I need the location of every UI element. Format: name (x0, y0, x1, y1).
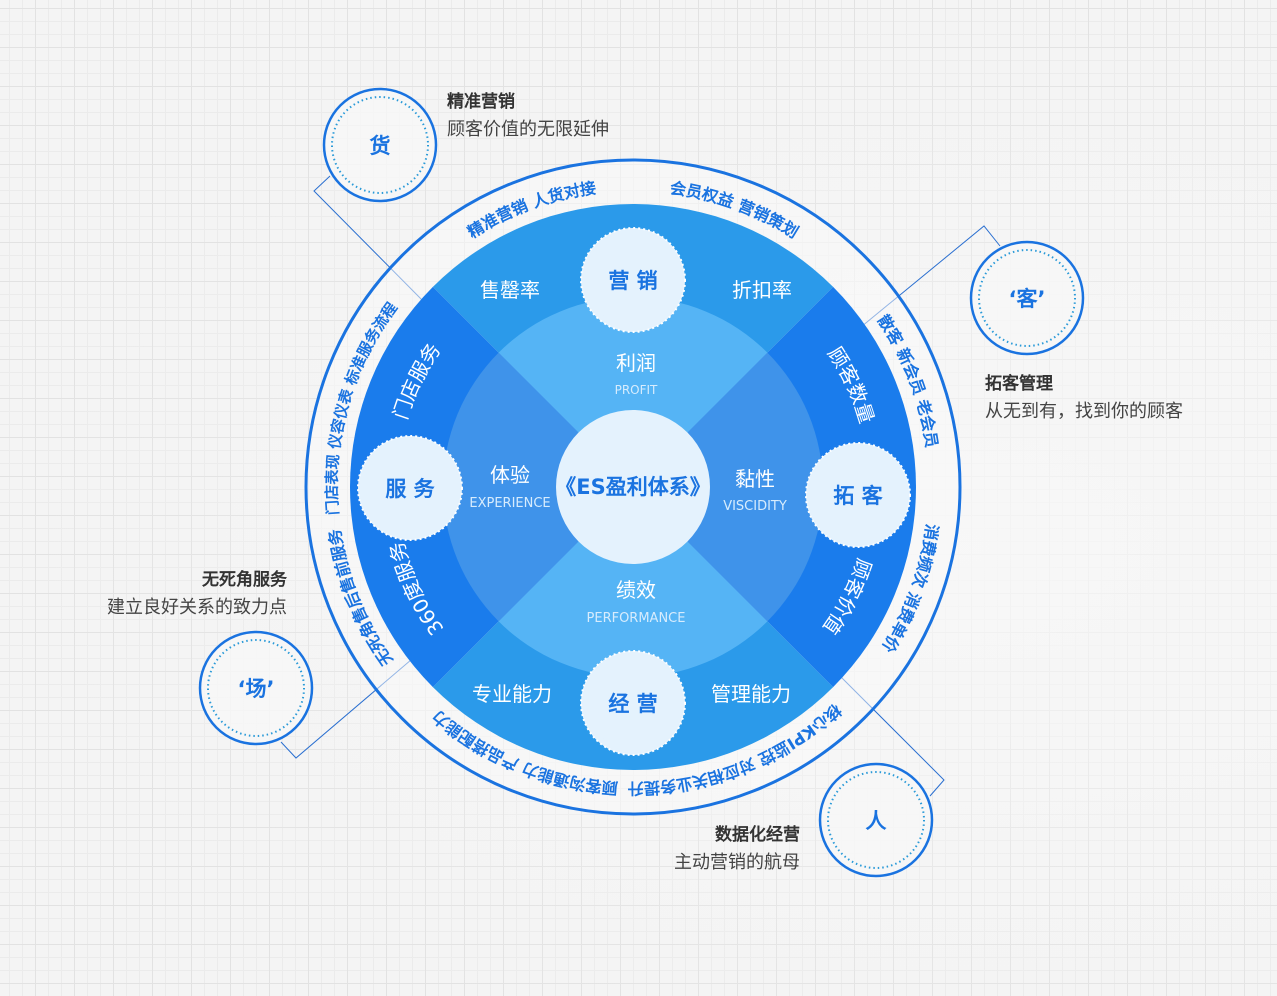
callout-people-title: 数据化经营 (715, 825, 800, 845)
callout-people-badge[interactable]: 人 (818, 762, 934, 878)
band-label-bottom-left: 专业能力 (472, 682, 552, 706)
callout-goods-badge[interactable]: 货 (322, 87, 438, 203)
callout-venue-caption: 无死角服务 建立良好关系的致力点 (107, 567, 287, 621)
node-left[interactable]: 服 务 (357, 435, 463, 541)
callout-customer-badge[interactable]: ‘客’ (969, 240, 1085, 356)
callout-customer-title: 拓客管理 (985, 374, 1053, 394)
callout-people-caption: 数据化经营 主动营销的航母 (674, 822, 800, 876)
quadrant-right-sub: VISCIDITY (723, 499, 787, 514)
node-bottom[interactable]: 经 营 (580, 650, 686, 756)
quadrant-left-label: 体验 (490, 463, 530, 487)
callout-people-desc: 主动营销的航母 (674, 852, 800, 873)
callout-goods-desc: 顾客价值的无限延伸 (447, 119, 609, 140)
inner-ring (443, 297, 823, 677)
node-bottom-label: 经 营 (608, 692, 657, 716)
quadrant-left-sub: EXPERIENCE (469, 496, 550, 511)
callout-venue-badge[interactable]: ‘场’ (198, 630, 314, 746)
node-top-label: 营 销 (608, 269, 657, 293)
callout-venue-badge-text: ‘场’ (238, 677, 275, 701)
node-right-label: 拓 客 (833, 484, 883, 508)
node-right[interactable]: 拓 客 (805, 442, 911, 548)
callout-goods-title: 精准营销 (447, 92, 515, 112)
callout-people-badge-text: 人 (866, 809, 887, 833)
band-label-top-left: 售罄率 (480, 278, 540, 302)
callout-venue-desc: 建立良好关系的致力点 (107, 597, 287, 618)
node-top[interactable]: 营 销 (580, 227, 686, 333)
quadrant-top-sub: PROFIT (615, 383, 658, 397)
quadrant-bottom-label: 绩效 (616, 578, 656, 602)
callout-customer-caption: 拓客管理 从无到有，找到你的顾客 (985, 371, 1183, 425)
node-left-label: 服 务 (385, 477, 435, 501)
center-circle (556, 410, 710, 564)
band-label-top-right: 折扣率 (732, 278, 792, 302)
quadrant-top-label: 利润 (616, 351, 656, 375)
quadrant-right-label: 黏性 (735, 467, 775, 491)
callout-goods-caption: 精准营销 顾客价值的无限延伸 (447, 89, 609, 143)
callout-customer-badge-text: ‘客’ (1009, 287, 1046, 311)
callout-venue-title: 无死角服务 (202, 570, 287, 590)
callout-customer-desc: 从无到有，找到你的顾客 (985, 401, 1183, 422)
quadrant-bottom-sub: PERFORMANCE (587, 611, 686, 626)
callout-goods-badge-text: 货 (370, 134, 391, 158)
band-label-bottom-right: 管理能力 (711, 682, 791, 706)
center-title: 《ES盈利体系》 (555, 475, 710, 499)
